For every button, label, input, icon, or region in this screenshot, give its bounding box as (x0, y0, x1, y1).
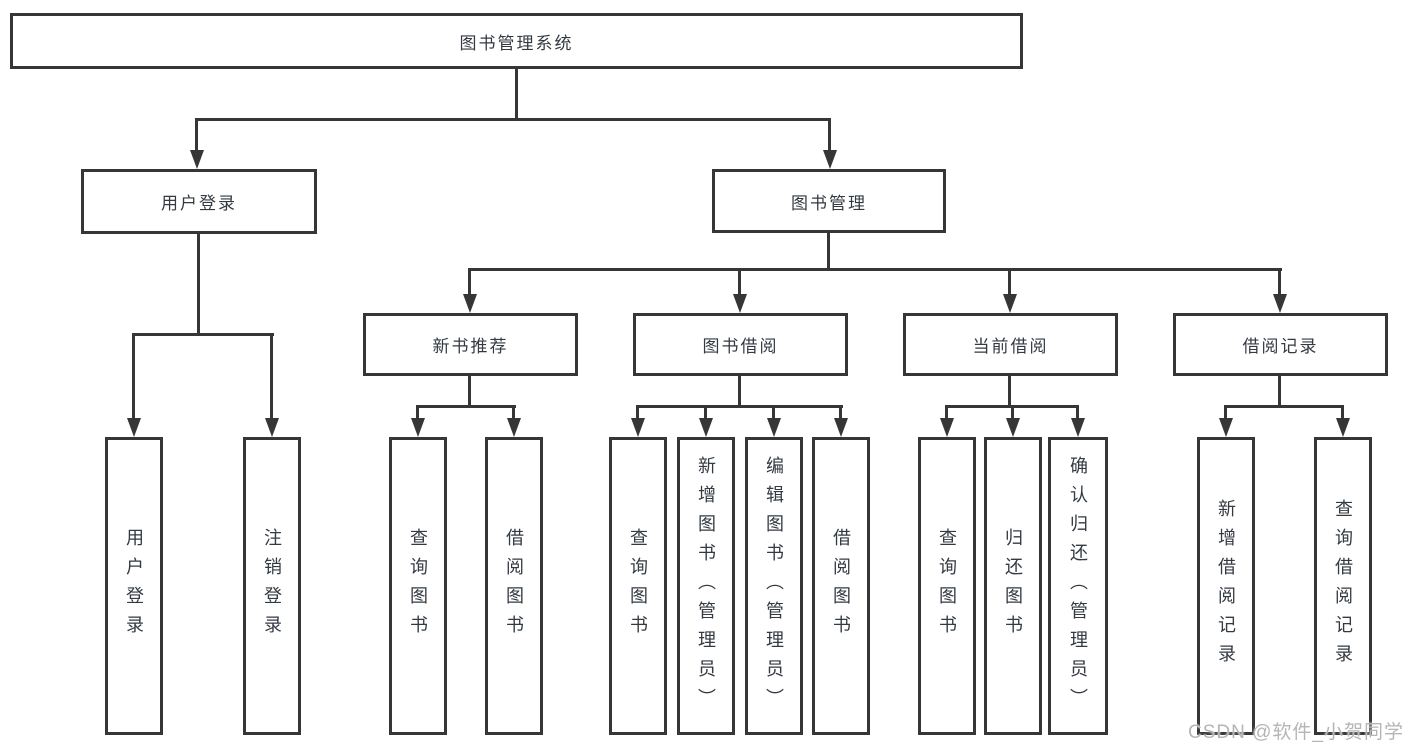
connector-arrow-line (636, 405, 639, 420)
leaf-user-login: 用户登录 (105, 437, 163, 735)
arrow-down-icon (631, 418, 645, 437)
arrow-down-icon (411, 418, 425, 437)
node-root-label: 图书管理系统 (459, 33, 574, 53)
connector-arrow-line (839, 405, 842, 420)
connector-arrow-line (828, 118, 831, 152)
node-label: 新书推荐 (432, 337, 509, 356)
connector-stem (738, 376, 741, 407)
connector-arrow-line (772, 405, 775, 420)
arrow-down-icon (1003, 294, 1017, 313)
leaf-label: 用户登录 (124, 528, 144, 644)
leaf-search-books-current: 查询图书 (918, 437, 976, 735)
node-label: 图书借阅 (702, 337, 779, 356)
connector-branch (1224, 405, 1344, 408)
leaf-search-books-recommend: 查询图书 (389, 437, 447, 735)
arrow-down-icon (463, 294, 477, 313)
leaf-return-books: 归还图书 (984, 437, 1042, 735)
arrow-down-icon (265, 418, 279, 437)
leaf-logout: 注销登录 (243, 437, 301, 735)
arrow-down-icon (1336, 418, 1350, 437)
arrow-down-icon (1273, 294, 1287, 313)
node-user-login: 用户登录 (81, 169, 317, 234)
connector-arrow-line (468, 268, 471, 295)
leaf-label: 编辑图书（管理员） (764, 455, 784, 717)
connector-arrow-line (1278, 268, 1281, 295)
leaf-add-borrow-record: 新增借阅记录 (1197, 437, 1255, 735)
connector-root-stem (515, 69, 518, 120)
leaf-label: 注销登录 (262, 528, 282, 644)
leaf-label: 查询图书 (628, 528, 648, 644)
arrow-down-icon (699, 418, 713, 437)
leaf-search-borrow-record: 查询借阅记录 (1314, 437, 1372, 735)
connector-branch (416, 405, 516, 408)
arrow-down-icon (1006, 418, 1020, 437)
leaf-label: 归还图书 (1003, 528, 1023, 644)
connector-stem (468, 376, 471, 407)
connector-branch (468, 268, 1282, 271)
leaf-label: 新增图书（管理员） (696, 455, 716, 717)
node-label: 图书管理 (791, 193, 867, 213)
leaf-confirm-return-admin: 确认归还（管理员） (1048, 437, 1108, 735)
node-label: 用户登录 (161, 194, 237, 213)
leaf-label: 确认归还（管理员） (1068, 455, 1088, 717)
connector-arrow-line (738, 268, 741, 295)
node-book-borrow: 图书借阅 (633, 313, 848, 376)
arrow-down-icon (823, 150, 837, 169)
arrow-down-icon (834, 418, 848, 437)
arrow-down-icon (190, 150, 204, 169)
connector-arrow-line (195, 118, 198, 152)
connector-stem (1278, 376, 1281, 407)
node-root: 图书管理系统 (10, 13, 1023, 69)
connector-root-branch (195, 118, 831, 121)
connector-stem (197, 234, 200, 335)
connector-stem (827, 233, 830, 270)
connector-arrow-line (1224, 405, 1227, 420)
connector-arrow-line (1011, 405, 1014, 420)
arrow-down-icon (767, 418, 781, 437)
node-book-management: 图书管理 (712, 169, 946, 233)
leaf-edit-books-admin: 编辑图书（管理员） (745, 437, 803, 735)
connector-arrow-line (945, 405, 948, 420)
leaf-label: 借阅图书 (504, 528, 524, 644)
arrow-down-icon (127, 418, 141, 437)
leaf-borrow-books-recommend: 借阅图书 (485, 437, 543, 735)
connector-arrow-line (704, 405, 707, 420)
leaf-add-books-admin: 新增图书（管理员） (677, 437, 735, 735)
connector-branch (132, 333, 274, 336)
arrow-down-icon (507, 418, 521, 437)
node-borrow-records: 借阅记录 (1173, 313, 1388, 376)
connector-stem (1008, 376, 1011, 407)
connector-arrow-line (1341, 405, 1344, 420)
node-label: 借阅记录 (1242, 337, 1319, 356)
leaf-borrow-books: 借阅图书 (812, 437, 870, 735)
connector-arrow-line (416, 405, 419, 420)
csdn-watermark: CSDN @软件_小贺同学 (1188, 722, 1404, 743)
arrow-down-icon (1071, 418, 1085, 437)
node-new-book-recommend: 新书推荐 (363, 313, 578, 376)
node-current-borrow: 当前借阅 (903, 313, 1118, 376)
arrow-down-icon (940, 418, 954, 437)
connector-arrow-line (270, 333, 273, 419)
leaf-label: 借阅图书 (831, 528, 851, 644)
connector-arrow-line (132, 333, 135, 419)
connector-arrow-line (512, 405, 515, 420)
connector-arrow-line (1008, 268, 1011, 295)
connector-arrow-line (1076, 405, 1079, 420)
arrow-down-icon (733, 294, 747, 313)
leaf-search-books-borrow: 查询图书 (609, 437, 667, 735)
leaf-label: 查询图书 (937, 528, 957, 644)
arrow-down-icon (1219, 418, 1233, 437)
leaf-label: 查询借阅记录 (1333, 499, 1353, 673)
leaf-label: 新增借阅记录 (1216, 499, 1236, 673)
connector-branch (636, 405, 843, 408)
node-label: 当前借阅 (972, 337, 1049, 356)
leaf-label: 查询图书 (408, 528, 428, 644)
